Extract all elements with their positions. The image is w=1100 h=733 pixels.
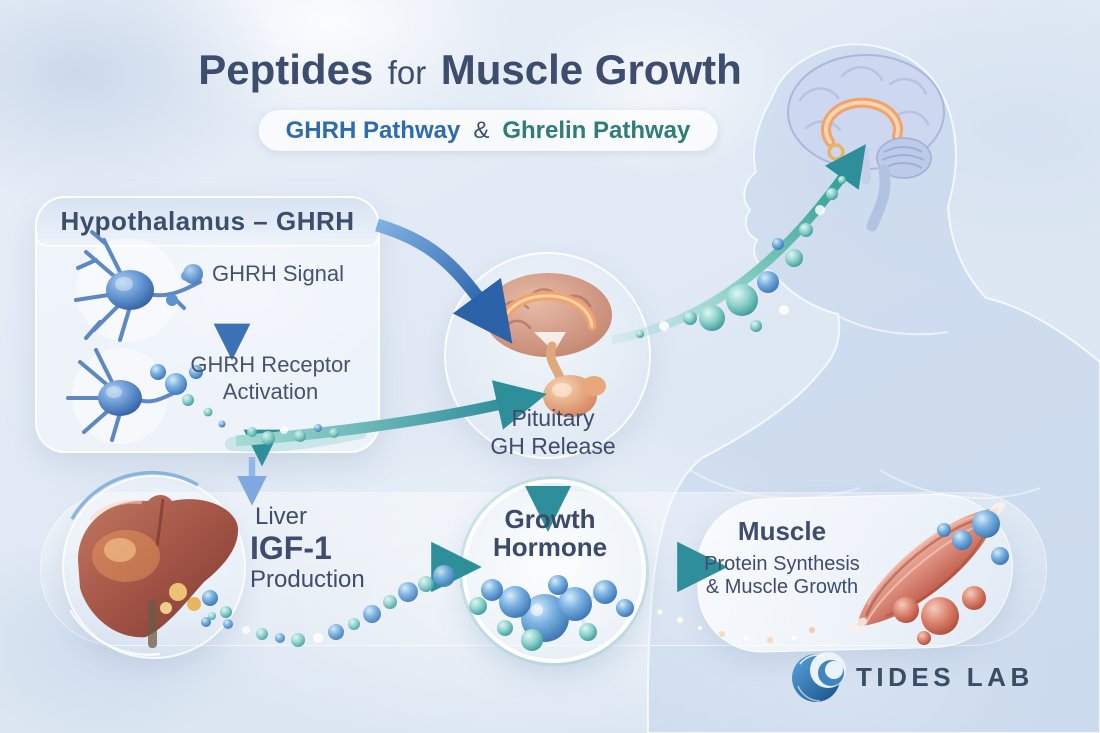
tides-lab-wave-logo-icon	[792, 652, 846, 702]
pituitary-label: Pituitary GH Release	[458, 404, 648, 460]
liver-line3: Production	[250, 566, 365, 593]
muscle-line2: & Muscle Growth	[705, 576, 859, 598]
pituitary-line2: GH Release	[490, 433, 616, 459]
ghrh-pathway-label: GHRH Pathway	[285, 116, 461, 144]
page-title: Peptides for Muscle Growth	[120, 46, 820, 94]
hypothalamus-panel-title: Hypothalamus – GHRH	[60, 206, 355, 236]
title-part3: Muscle Growth	[440, 46, 742, 93]
growth-hormone-label: Growth Hormone	[458, 505, 642, 561]
ghrh-receptor-line1: GHRH Receptor	[190, 352, 351, 377]
title-part1: Peptides	[198, 46, 374, 93]
liver-line2: IGF-1	[250, 530, 332, 566]
hypothalamus-panel-header: Hypothalamus – GHRH	[35, 196, 380, 247]
growth-hormone-line1: Growth	[504, 504, 596, 534]
tides-lab-logo-text: TIDES LAB	[856, 661, 1034, 692]
ampersand-separator: &	[473, 116, 490, 144]
tides-lab-logo: TIDES LAB	[790, 648, 1034, 706]
title-part2: for	[387, 54, 427, 91]
liver-label: Liver IGF-1 Production	[250, 503, 365, 593]
ghrh-signal-label: GHRH Signal	[212, 261, 345, 286]
pathway-subtitle-badge: GHRH Pathway & Ghrelin Pathway	[258, 110, 718, 151]
ghrh-signal-row: GHRH Signal	[183, 261, 344, 287]
molecule-dot-icon	[183, 264, 203, 284]
muscle-line1: Protein Synthesis	[704, 553, 860, 575]
hypothalamus-panel: Hypothalamus – GHRH	[35, 196, 380, 453]
muscle-title: Muscle	[737, 516, 827, 546]
muscle-label: Muscle Protein Synthesis & Muscle Growth	[692, 516, 872, 599]
ghrh-receptor-label: GHRH Receptor Activation	[178, 351, 363, 405]
liver-node-circle	[62, 475, 246, 659]
ghrelin-pathway-label: Ghrelin Pathway	[502, 116, 691, 144]
liver-line1: Liver	[255, 503, 308, 530]
pituitary-line1: Pituitary	[511, 405, 595, 431]
growth-hormone-line2: Hormone	[492, 532, 608, 562]
ghrh-receptor-line2: Activation	[222, 379, 319, 404]
